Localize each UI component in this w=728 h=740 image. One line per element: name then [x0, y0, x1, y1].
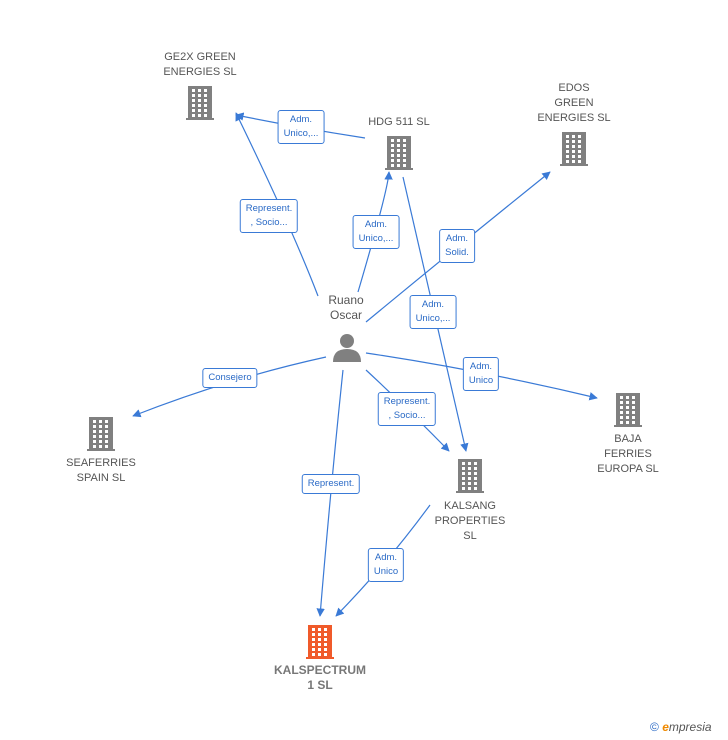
- empresia-watermark[interactable]: © empresia: [650, 720, 712, 734]
- edge-label-hdg-to-ge2x[interactable]: Adm. Unico,...: [277, 110, 325, 144]
- edge-label-person-to-hdg[interactable]: Adm. Unico,...: [352, 215, 400, 249]
- edge-label-person-to-kalspectrum[interactable]: Represent.: [301, 474, 361, 494]
- company-label-baja[interactable]: BAJA FERRIES EUROPA SL: [597, 433, 659, 475]
- edge-label-kalsang-to-kalspectrum[interactable]: Adm. Unico: [367, 548, 405, 582]
- brand-name: empresia: [662, 720, 712, 734]
- edge-label-hdg-to-kalsang[interactable]: Adm. Unico,...: [409, 295, 457, 329]
- building-icon-seaferries[interactable]: [87, 417, 115, 451]
- company-label-ge2x[interactable]: GE2X GREEN ENERGIES SL: [163, 51, 237, 78]
- person-label[interactable]: Ruano Oscar: [328, 293, 364, 322]
- building-icon-baja[interactable]: [614, 393, 642, 427]
- edge-label-person-to-baja[interactable]: Adm. Unico: [462, 357, 500, 391]
- edge-label-person-to-seaferries[interactable]: Consejero: [202, 368, 258, 388]
- edge-person-to-hdg: [357, 171, 393, 293]
- building-icon-ge2x[interactable]: [186, 86, 214, 120]
- company-label-seaferries[interactable]: SEAFERRIES SPAIN SL: [66, 457, 136, 484]
- building-icon-kalsang[interactable]: [456, 459, 484, 493]
- building-icon-hdg[interactable]: [385, 136, 413, 170]
- person-icon[interactable]: [333, 334, 361, 362]
- building-icon-edos[interactable]: [560, 132, 588, 166]
- company-label-edos[interactable]: EDOS GREEN ENERGIES SL: [537, 82, 611, 124]
- building-icon-kalspectrum[interactable]: [306, 625, 334, 659]
- company-label-kalsang[interactable]: KALSANG PROPERTIES SL: [434, 500, 506, 542]
- copyright-symbol: ©: [650, 720, 659, 734]
- company-label-kalspectrum[interactable]: KALSPECTRUM 1 SL: [274, 663, 366, 692]
- edge-label-person-to-kalsang[interactable]: Represent. , Socio...: [377, 392, 437, 426]
- edge-label-person-to-edos[interactable]: Adm. Solid.: [439, 229, 475, 263]
- edge-label-person-to-ge2x[interactable]: Represent. , Socio...: [239, 199, 299, 233]
- company-label-hdg[interactable]: HDG 511 SL: [368, 116, 430, 128]
